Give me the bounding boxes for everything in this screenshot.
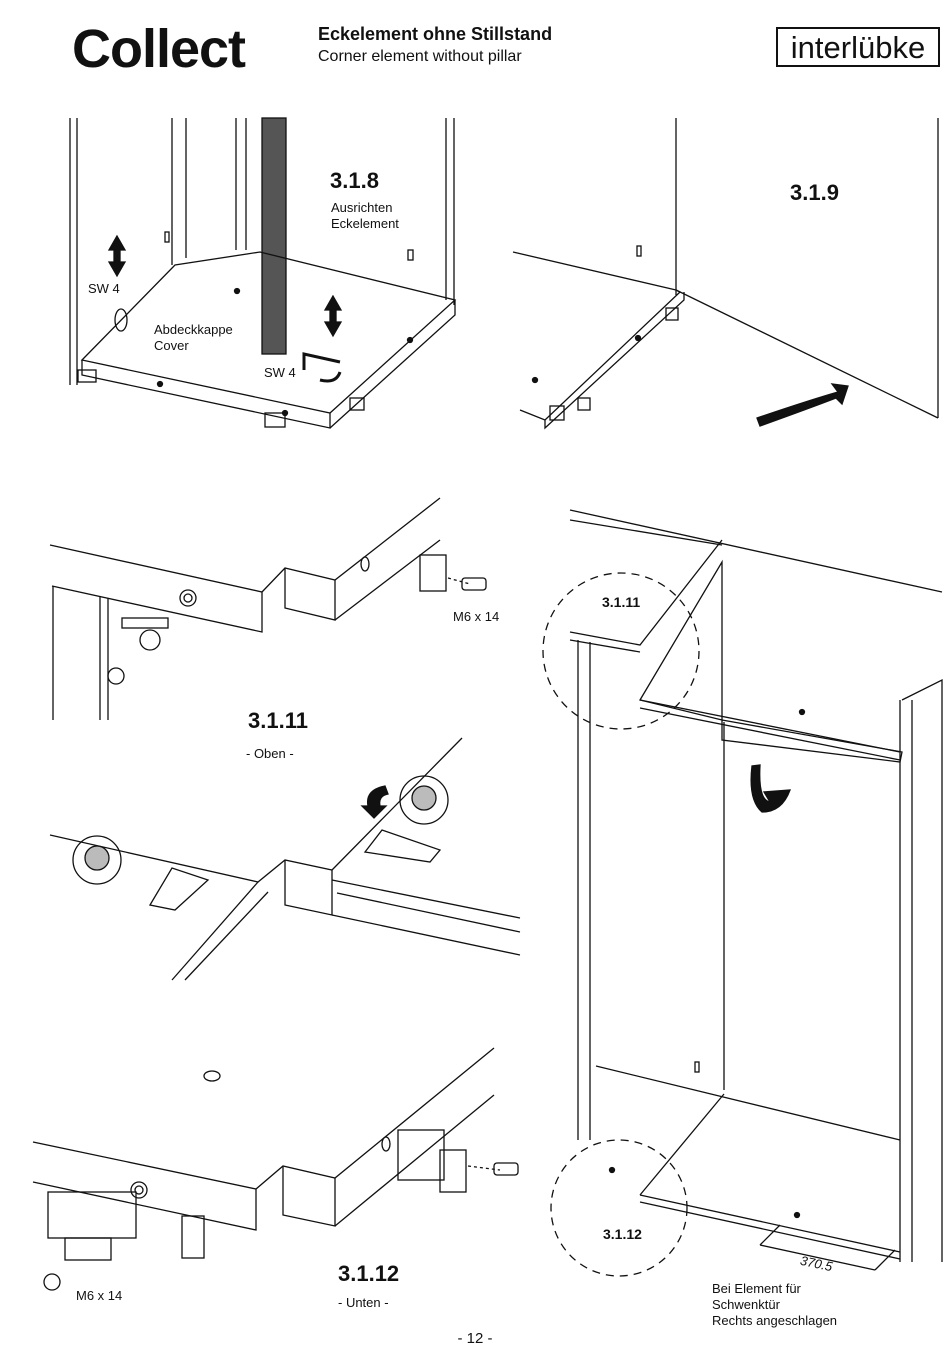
step-3-1-8-desc-line1: Ausrichten (331, 200, 392, 216)
step-3-1-12-note: - Unten - (338, 1295, 389, 1311)
callout-3-1-11: 3.1.11 (602, 594, 640, 610)
diagram-3-1-11-top (50, 498, 486, 720)
step-3-1-11-note: - Oben - (246, 746, 294, 762)
cover-label-german: Abdeckkappe (154, 322, 233, 338)
step-3-1-11-number: 3.1.11 (248, 708, 308, 734)
diagram-3-1-8 (70, 118, 455, 428)
sw4-label-left: SW 4 (88, 281, 120, 297)
diagram-3-1-9 (513, 118, 938, 428)
diagram-3-1-12-bottom (33, 1048, 518, 1290)
step-3-1-8-desc-line2: Eckelement (331, 216, 399, 232)
note-line-3: Rechts angeschlagen (712, 1313, 837, 1329)
screw-label-top: M6 x 14 (453, 609, 499, 625)
diagram-cabinet-overview (543, 510, 942, 1276)
page-number: - 12 - (0, 1330, 950, 1347)
title-german: Eckelement ohne Stillstand (318, 24, 552, 45)
step-3-1-9-number: 3.1.9 (790, 180, 839, 206)
brand-title: Collect (72, 18, 245, 80)
title-english: Corner element without pillar (318, 48, 522, 66)
callout-3-1-12: 3.1.12 (603, 1226, 642, 1242)
cover-label-english: Cover (154, 338, 189, 354)
note-line-2: Schwenktür (712, 1297, 780, 1313)
note-line-1: Bei Element für (712, 1281, 801, 1297)
screw-label-bottom: M6 x 14 (76, 1288, 122, 1304)
brand-logo: interlübke (776, 27, 940, 67)
step-3-1-8-number: 3.1.8 (330, 168, 379, 194)
diagram-3-1-11-mid (50, 738, 520, 980)
sw4-label-bottom: SW 4 (264, 365, 296, 381)
step-3-1-12-number: 3.1.12 (338, 1261, 399, 1287)
